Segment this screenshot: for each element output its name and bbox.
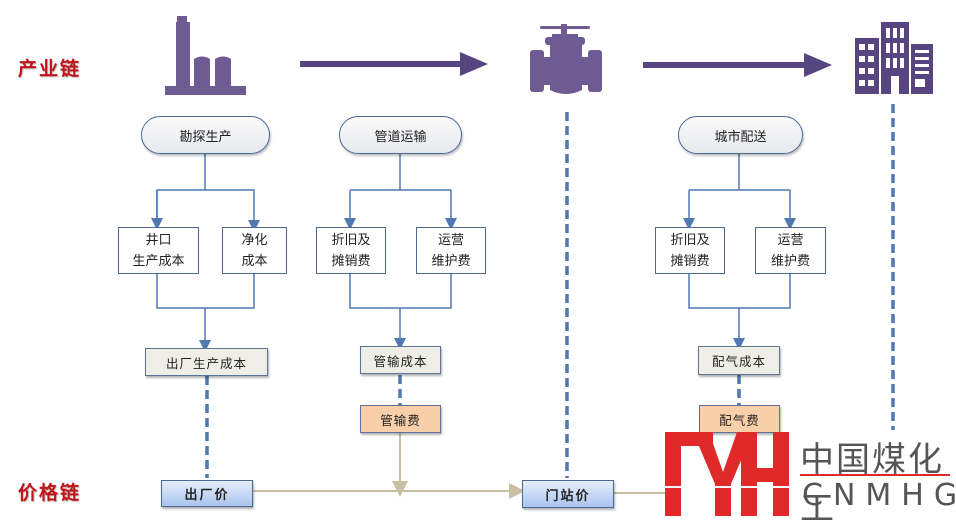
watermark-divider [800, 474, 950, 476]
stage2-tree [344, 153, 457, 350]
fee-pipeline-transmission: 管输费 [360, 405, 441, 433]
flow-arrow-1 [300, 52, 488, 76]
watermark-text-en: CNMHG [802, 478, 956, 513]
cost-pipeline-transmission: 管输成本 [360, 346, 441, 374]
stage1-tree [151, 153, 260, 352]
component-depreciation-amortization: 折旧及 摊销费 [655, 227, 725, 274]
factory-icon [164, 16, 248, 96]
component-operation-maintenance: 运营 维护费 [755, 227, 826, 274]
stage3-tree [683, 153, 796, 350]
stage-title: 勘探生产 [179, 129, 232, 145]
stage-title: 管道运输 [374, 129, 427, 145]
cost-factory-production: 出厂生产成本 [145, 348, 268, 376]
watermark-text-cn: 中国煤化工 [800, 440, 944, 529]
stage-city-distribution: 城市配送 [678, 116, 803, 154]
price-chain-label: 价格链 [18, 482, 82, 504]
stage-title: 城市配送 [714, 129, 767, 145]
flow-arrow-2 [643, 53, 832, 77]
price-city-gate: 门站价 [522, 480, 614, 508]
component-operation-maintenance: 运营 维护费 [416, 227, 486, 274]
cost-gas-distribution: 配气成本 [698, 346, 780, 375]
fee-gas-distribution: 配气费 [699, 405, 780, 433]
component-wellhead-cost: 井口 生产成本 [118, 227, 199, 274]
watermark-logo-mark [665, 432, 789, 516]
valve-icon [528, 22, 608, 100]
component-purification-cost: 净化 成本 [222, 227, 287, 274]
component-depreciation-amortization: 折旧及 摊销费 [316, 227, 386, 274]
building-icon [855, 22, 935, 100]
stage-pipeline-transport: 管道运输 [339, 116, 462, 154]
industry-chain-label: 产业链 [18, 58, 82, 80]
price-factory: 出厂价 [161, 480, 253, 507]
stage-exploration-production: 勘探生产 [141, 116, 270, 154]
